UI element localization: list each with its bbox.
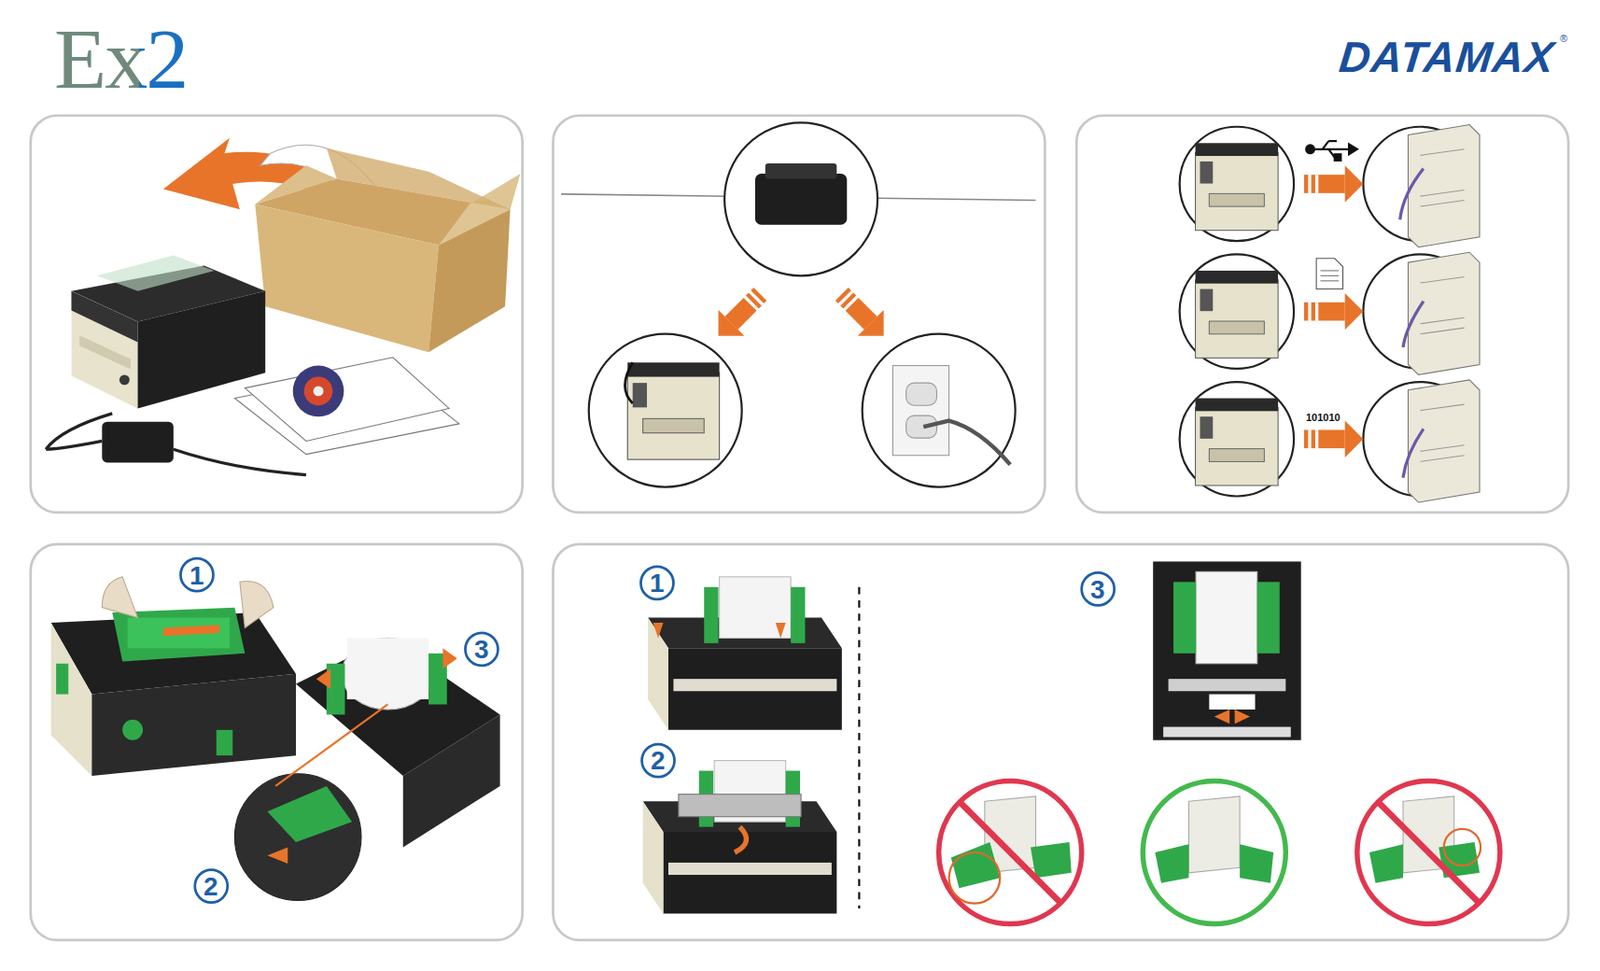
- callout-circles: [180, 558, 1114, 902]
- document-icon: [1316, 258, 1343, 290]
- interface-scene: [1179, 125, 1480, 503]
- callout-number: 3: [474, 636, 490, 663]
- usb-icon: [1305, 140, 1358, 161]
- unpacking-scene: [45, 138, 520, 476]
- callout-number: 1: [189, 562, 205, 590]
- product-title: Ex2: [54, 15, 187, 102]
- panel-frames: [30, 115, 1569, 941]
- callout-number: 3: [1090, 576, 1106, 604]
- open-printer-scene: [51, 576, 501, 901]
- media-loading-scene: [643, 561, 1302, 913]
- callout-number: 1: [649, 570, 665, 597]
- guide-comparison: [939, 780, 1501, 924]
- callout-number: 2: [650, 747, 666, 774]
- registered-mark: ®: [1559, 33, 1568, 44]
- power-scene: [561, 122, 1036, 487]
- brand-logo: DATAMAX: [1337, 35, 1558, 79]
- serial-data-icon: 101010: [1305, 412, 1341, 423]
- callout-number: 2: [203, 873, 219, 900]
